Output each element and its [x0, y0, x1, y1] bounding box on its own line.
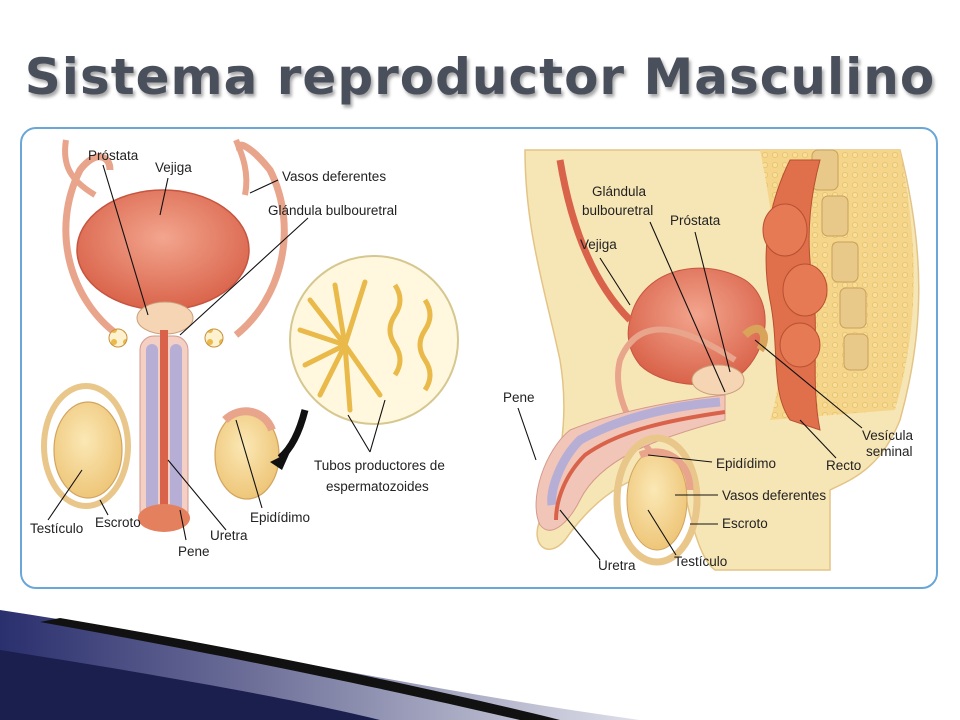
slide-title: Sistema reproductor Masculino: [24, 48, 936, 106]
leader-front-prostata: [102, 164, 149, 316]
side-ureter: [556, 159, 633, 323]
leader-side-uretra: [559, 509, 601, 561]
tubule-coil-2: [417, 298, 433, 392]
leader-side-vejiga: [599, 257, 631, 306]
leader-front-glandula: [179, 217, 309, 336]
leader-side-vesicula: [754, 339, 863, 429]
leader-front-tubos-a: [347, 414, 371, 453]
label-front-escroto: Escroto: [95, 515, 141, 530]
label-front-vasos: Vasos deferentes: [282, 169, 386, 184]
label-side-pene: Pene: [503, 390, 535, 405]
front-view: Próstata Vejiga Vasos deferentes Glándul…: [30, 138, 459, 559]
label-side-testiculo: Testículo: [674, 554, 727, 569]
leader-side-glandula: [649, 221, 726, 393]
label-side-vejiga: Vejiga: [580, 237, 617, 252]
front-corpus-left: [146, 344, 158, 516]
label-front-tubos-2: espermatozoides: [326, 479, 429, 494]
label-side-vasos: Vasos deferentes: [722, 488, 826, 503]
leader-side-pene: [517, 407, 537, 461]
label-front-tubos-1: Tubos productores de: [314, 458, 445, 473]
magnify-arrow: [277, 409, 309, 461]
leader-side-prostata: [694, 231, 731, 373]
front-glans: [138, 504, 190, 532]
label-side-escroto: Escroto: [722, 516, 768, 531]
leader-front-testiculo: [47, 469, 83, 521]
tubule-coil-1: [387, 283, 403, 377]
label-side-epididimo: Epidídimo: [716, 456, 776, 471]
label-front-pene: Pene: [178, 544, 210, 559]
label-front-glandula: Glándula bulbouretral: [268, 203, 397, 218]
label-side-vesicula-2: seminal: [866, 444, 913, 459]
label-side-glandula-1: Glándula: [592, 184, 647, 199]
label-side-recto: Recto: [826, 458, 861, 473]
leader-side-testiculo: [647, 509, 677, 556]
front-ureter-left: [62, 139, 97, 198]
front-ureter-right: [233, 138, 250, 196]
front-vas-deferens-left: [62, 153, 121, 338]
front-bladder: [76, 189, 250, 311]
front-vas-deferens-right: [233, 141, 288, 338]
side-urethra: [554, 410, 726, 521]
front-urethra: [160, 330, 168, 526]
side-corpus: [547, 397, 721, 506]
leader-front-escroto: [99, 499, 109, 516]
label-side-glandula-2: bulbouretral: [582, 203, 653, 218]
label-front-testiculo: Testículo: [30, 521, 83, 536]
side-intestine-loops: [762, 203, 828, 368]
front-testis-left: [53, 401, 123, 499]
label-front-vejiga: Vejiga: [155, 160, 192, 175]
decorative-bottom-band: [0, 610, 640, 720]
front-corpus-right: [170, 344, 182, 516]
leader-front-tubos-b: [369, 399, 386, 453]
leader-side-epididimo: [647, 454, 713, 463]
front-bulbourethral-right: [204, 328, 224, 348]
front-bulbourethral-left: [108, 328, 128, 348]
label-front-uretra: Uretra: [210, 528, 248, 543]
magnify-arrow-head: [270, 452, 290, 470]
side-prostate: [691, 364, 745, 396]
label-side-uretra: Uretra: [598, 558, 636, 573]
leader-front-uretra: [167, 459, 227, 531]
magnified-seminiferous-tubules: [289, 255, 459, 425]
leader-front-pene: [179, 509, 187, 541]
leader-side-recto: [799, 419, 837, 459]
leader-front-vejiga: [159, 177, 169, 216]
label-side-vesicula-1: Vesícula: [862, 428, 914, 443]
label-front-prostata: Próstata: [88, 148, 139, 163]
tubule-rays: [297, 279, 383, 413]
side-view: Glándula bulbouretral Próstata Vejiga Pe…: [503, 149, 920, 573]
label-side-prostata: Próstata: [670, 213, 721, 228]
front-epididymis: [222, 407, 276, 432]
leader-front-epididimo: [235, 419, 263, 509]
label-front-epididimo: Epidídimo: [250, 510, 310, 525]
front-scrotum-left: [41, 383, 131, 509]
leader-front-vasos: [249, 179, 279, 194]
side-scrotum: [613, 434, 701, 566]
